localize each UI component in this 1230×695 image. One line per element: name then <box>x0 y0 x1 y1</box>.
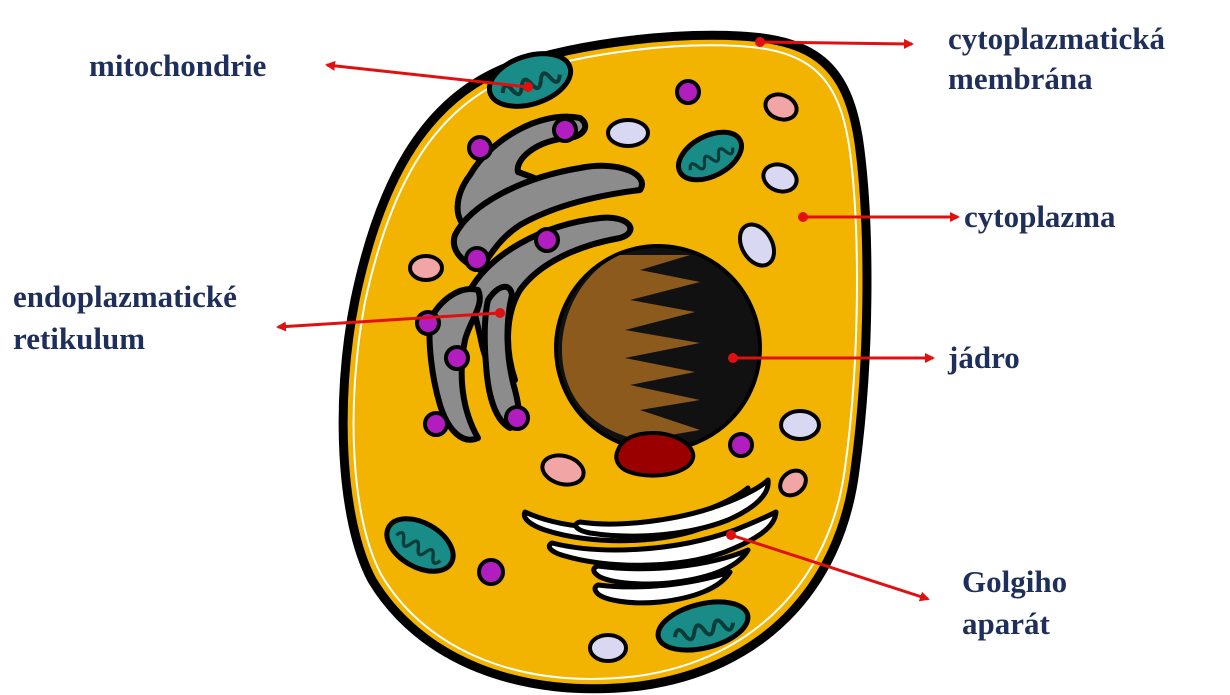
ribosome <box>677 81 699 103</box>
arrow-membrane <box>760 42 912 44</box>
arrow-dot <box>798 212 808 222</box>
ribosome <box>425 413 447 435</box>
label-golgi-line2: aparát <box>962 605 1050 643</box>
vesicle <box>410 256 442 280</box>
label-nucleus: jádro <box>948 339 1020 377</box>
arrow-dot <box>755 37 765 47</box>
ribosome <box>469 137 491 159</box>
ribosome <box>554 119 576 141</box>
ribosome <box>479 560 503 584</box>
ribosome <box>536 229 558 251</box>
arrow-dot <box>726 530 736 540</box>
label-er-line2: retikulum <box>13 320 145 358</box>
ribosome <box>506 407 528 429</box>
vesicle <box>590 635 626 661</box>
label-membrane-line2: membrána <box>948 60 1093 98</box>
arrow-dot <box>523 82 533 92</box>
label-membrane-line1: cytoplazmatická <box>948 20 1165 58</box>
label-er-line1: endoplazmatické <box>13 278 237 316</box>
ribosome <box>417 312 439 334</box>
ribosome <box>466 248 488 270</box>
nucleolus <box>616 433 693 476</box>
arrow-dot <box>728 353 738 363</box>
vesicle <box>781 411 819 439</box>
label-mitochondria: mitochondrie <box>89 47 266 85</box>
label-cytoplasm: cytoplazma <box>964 198 1116 236</box>
vesicle <box>608 120 648 146</box>
ribosome <box>446 347 468 369</box>
label-golgi-line1: Golgiho <box>962 563 1067 601</box>
arrow-dot <box>495 308 505 318</box>
ribosome <box>730 434 752 456</box>
